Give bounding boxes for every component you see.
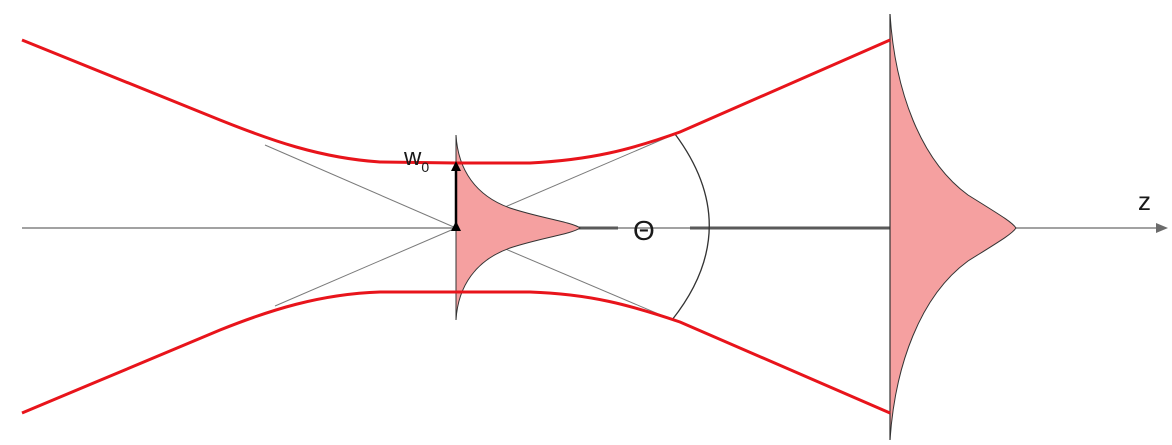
axis-label: z [1138,186,1151,216]
waist-gaussian-profile [455,134,581,321]
asymptote-lower-left [274,227,457,307]
divergence-angle-label: Θ [633,215,655,246]
beam-envelope-lower [21,290,891,415]
farfield-gaussian-profile [889,13,1017,441]
waist-label: w0 [403,144,429,175]
asymptote-upper-left [264,144,457,229]
waist-label-subscript: 0 [421,159,429,175]
divergence-angle-arc [671,133,710,321]
waist-label-symbol: w [403,144,422,171]
